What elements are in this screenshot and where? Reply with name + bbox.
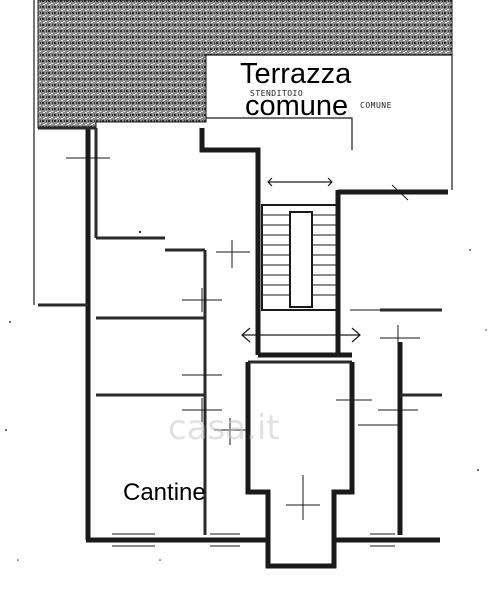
cellars-label: Cantine bbox=[123, 479, 206, 506]
scan-noise bbox=[5, 230, 487, 561]
watermark: casa.it bbox=[168, 408, 280, 448]
terrace-label-line2: comune bbox=[245, 90, 349, 122]
handwritten-note-2: COMUNE bbox=[360, 101, 392, 110]
landing-dimension-arrows bbox=[241, 177, 361, 343]
staircase bbox=[261, 204, 339, 311]
terrace-label-line1: Terrazza bbox=[240, 58, 352, 90]
window-symbols bbox=[112, 533, 395, 547]
interior-partitions bbox=[38, 126, 442, 535]
handwritten-note: STENDITOIO bbox=[250, 89, 304, 98]
terrace-outline bbox=[33, 0, 453, 305]
opening-marks bbox=[66, 148, 420, 520]
